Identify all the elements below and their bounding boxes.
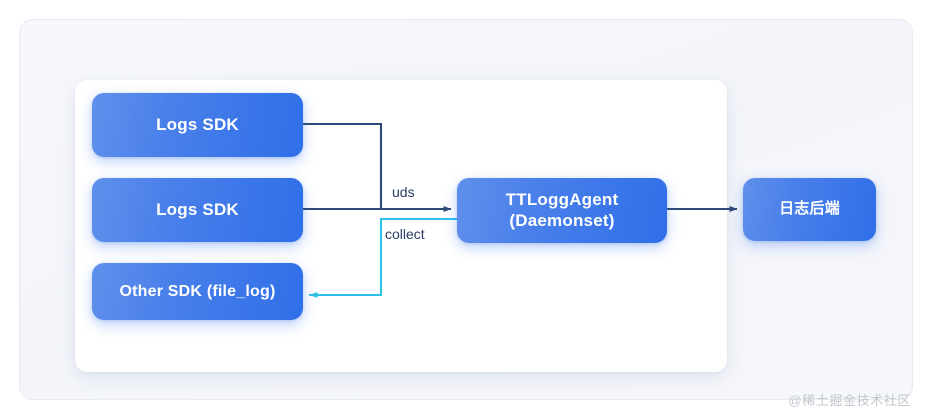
node-logs-sdk-1-label: Logs SDK (156, 114, 239, 134)
node-ttloggagent[interactable]: TTLoggAgent (Daemonset) (457, 178, 667, 243)
node-logs-sdk-2-label: Logs SDK (156, 199, 239, 219)
node-other-sdk-label: Other SDK (file_log) (119, 282, 276, 300)
node-log-backend[interactable]: 日志后端 (743, 178, 876, 241)
edge-label-uds: uds (392, 184, 415, 200)
node-logs-sdk-1[interactable]: Logs SDK (92, 93, 303, 157)
node-other-sdk[interactable]: Other SDK (file_log) (92, 263, 303, 320)
edge-label-collect: collect (385, 226, 425, 242)
node-ttloggagent-label: TTLoggAgent (Daemonset) (506, 190, 619, 231)
node-log-backend-label: 日志后端 (779, 200, 840, 218)
watermark: @稀土掘金技术社区 (788, 393, 911, 408)
node-logs-sdk-2[interactable]: Logs SDK (92, 178, 303, 242)
node-ttloggagent-label-line1: TTLoggAgent (505, 189, 619, 209)
node-ttloggagent-label-line2: (Daemonset) (509, 210, 615, 230)
